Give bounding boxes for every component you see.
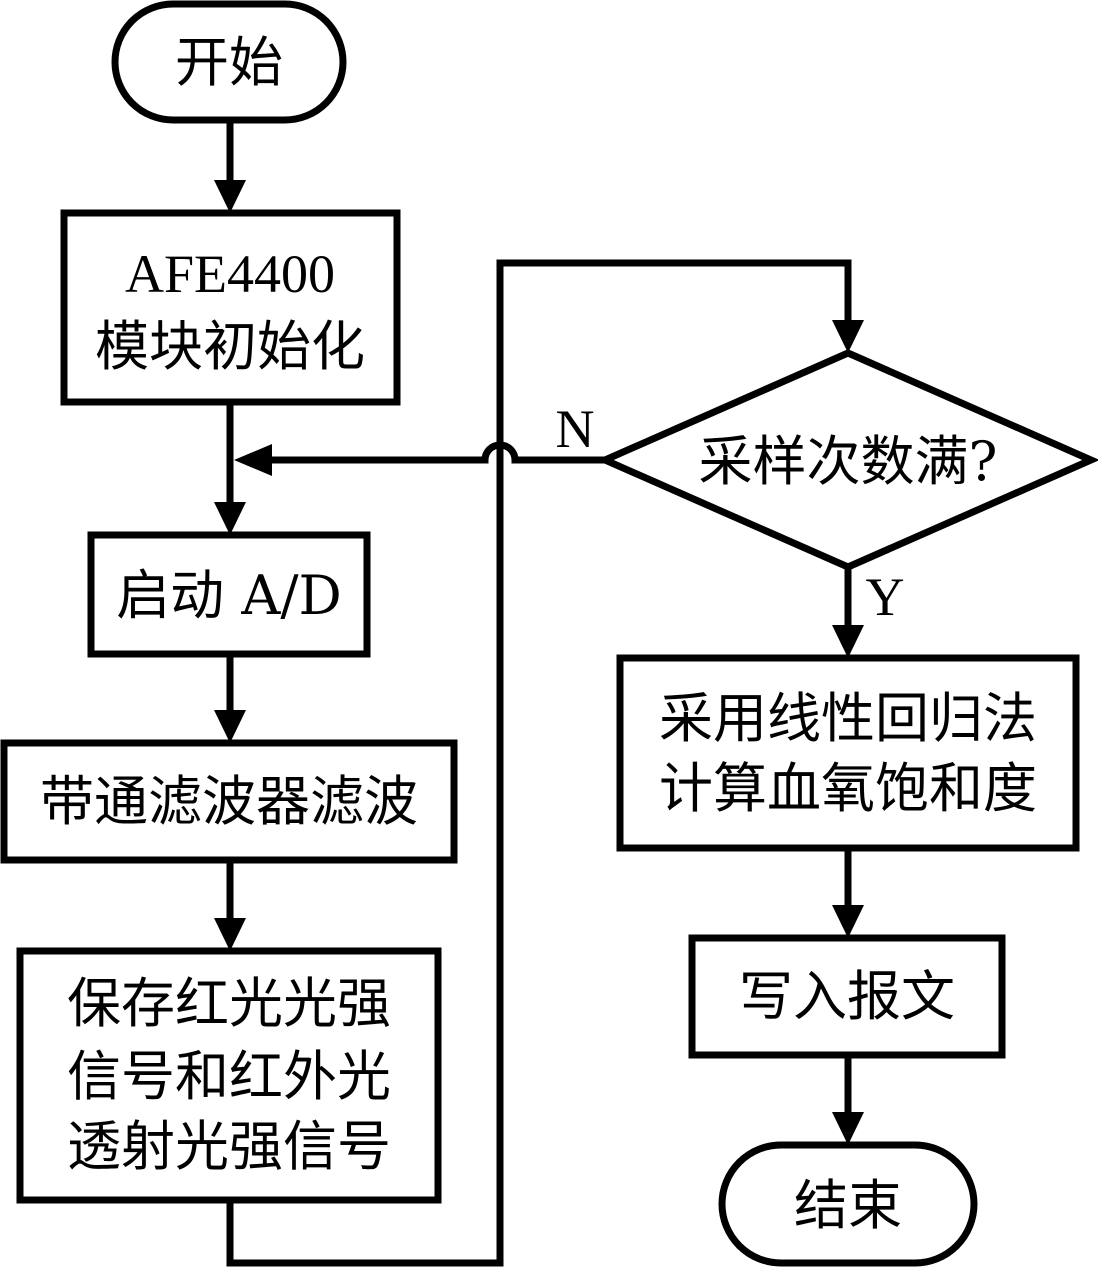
terminal-shape	[111, 0, 347, 124]
arrowhead-icon	[832, 1112, 864, 1145]
connectors	[214, 120, 864, 1267]
node-compute: 采用线性回归法 计算血氧饱和度	[616, 654, 1080, 852]
node-decision-label: 采样次数满?	[699, 430, 998, 493]
process-shape	[87, 531, 371, 658]
terminal-shape	[718, 1141, 978, 1267]
node-init: AFE4400 模块初始化	[60, 209, 401, 406]
arrowhead-icon	[832, 625, 864, 658]
node-start-ad-label: 启动 A/D	[116, 564, 342, 627]
arrowhead-icon	[832, 320, 864, 353]
node-save-label-line2: 信号和红外光	[67, 1045, 391, 1108]
node-decision: 采样次数满?	[596, 349, 1098, 571]
process-shape	[0, 739, 458, 864]
node-filter: 带通滤波器滤波	[0, 739, 458, 864]
arrowhead-icon	[214, 710, 246, 743]
node-compute-label-line2: 计算血氧饱和度	[659, 757, 1037, 820]
node-filter-label: 带通滤波器滤波	[40, 770, 418, 833]
node-save-label-line1: 保存红光光强	[67, 972, 391, 1035]
node-write-label: 写入报文	[739, 965, 955, 1028]
node-start: 开始	[111, 0, 347, 124]
node-start-ad: 启动 A/D	[87, 531, 371, 658]
node-save-label-line3: 透射光强信号	[67, 1115, 391, 1178]
decision-shape	[596, 349, 1098, 571]
process-shape	[616, 654, 1080, 852]
node-save: 保存红光光强 信号和红外光 透射光强信号	[16, 947, 442, 1204]
edge-decision-no	[272, 441, 605, 464]
process-shape	[16, 947, 442, 1204]
edge-save-decision	[226, 259, 852, 1267]
node-end-label: 结束	[794, 1174, 902, 1237]
branch-label-yes: Y	[866, 567, 905, 627]
arrowhead-icon	[214, 180, 246, 213]
process-shape	[688, 934, 1006, 1059]
node-end: 结束	[718, 1141, 978, 1267]
node-compute-label-line1: 采用线性回归法	[659, 687, 1037, 750]
branch-label-no: N	[556, 399, 595, 459]
arrowhead-icon	[832, 905, 864, 938]
node-start-label: 开始	[175, 31, 283, 94]
node-write: 写入报文	[688, 934, 1006, 1059]
node-init-label-line1: AFE4400	[125, 244, 335, 304]
process-shape	[60, 209, 401, 406]
arrowhead-icon	[214, 918, 246, 951]
arrowhead-icon	[234, 444, 272, 476]
node-init-label-line2: 模块初始化	[95, 315, 365, 378]
arrowhead-icon	[214, 502, 246, 535]
